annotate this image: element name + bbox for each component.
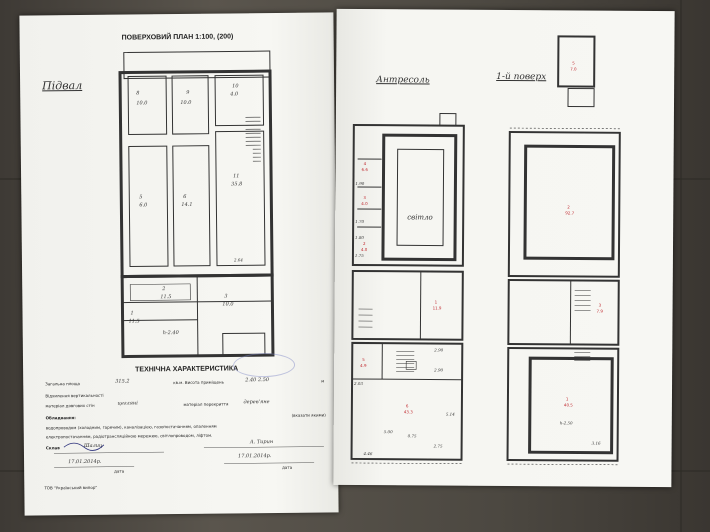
floor1-room-area: 7.9 (596, 308, 603, 314)
dimension-label: 2.90 (434, 367, 444, 373)
floor1-room-num: 3 (598, 302, 602, 308)
dimension-label: 5.00 (383, 429, 393, 435)
basement-floor-plan (118, 50, 275, 359)
mezz-room-area: 11.9 (432, 305, 442, 311)
mezz-room-num: 4 (363, 161, 367, 167)
dimension-label: 1.75 (354, 252, 364, 259)
dimension-label: 4.46 (363, 451, 373, 457)
floor1-room-num: 5 (572, 60, 575, 66)
signature-strokes (53, 442, 324, 468)
dimension-label: 3.16 (591, 440, 601, 446)
company-name: ТОВ "Український випор" (44, 484, 98, 491)
mezz-room-num: 6 (405, 403, 409, 409)
dimension-label: 0.75 (407, 433, 417, 439)
dimension-label: 2.03 (354, 380, 363, 387)
light-well-label: світло (407, 213, 433, 222)
mezz-room-area: 4.9 (360, 362, 367, 369)
floor1-room-num: 2 (567, 204, 570, 210)
mezz-room-area: 43.3 (403, 409, 413, 415)
date-right: 17.01.2014р. (237, 453, 272, 460)
mezz-room-area: 4.0 (361, 201, 368, 207)
floor1-room-num: 1 (565, 396, 569, 402)
floor-tile-seam (680, 0, 682, 532)
mezz-room-num: 1 (434, 299, 438, 305)
floor1-room-area: 92.7 (565, 210, 575, 216)
upper-floor-plans (350, 35, 621, 466)
dimension-label: 1.90 (355, 180, 365, 187)
dimension-label: 2.90 (434, 347, 444, 353)
date-caption: дата (114, 468, 125, 474)
floor1-room-area: 7.0 (570, 66, 577, 72)
dimension-label: 1.80 (355, 234, 364, 241)
ceiling-height: h-2.50 (559, 420, 573, 426)
mezz-room-area: 4.0 (360, 247, 368, 253)
mezz-room-num: 3 (363, 195, 366, 201)
mezz-room-area: 6.6 (361, 167, 368, 173)
mezz-room-num: 5 (362, 357, 365, 363)
date-left: 17.01.2014р. (68, 458, 102, 466)
right-document-sheet: Антресоль 1-й поверх (333, 8, 675, 488)
floor1-room-area: 40.5 (563, 402, 573, 408)
left-document-sheet: ПОВЕРХОВИЙ ПЛАН 1:100, (200) Підвал (19, 12, 339, 516)
mezz-room-num: 2 (363, 241, 366, 247)
date-caption: дата (282, 464, 293, 470)
dimension-label: 2.75 (433, 443, 443, 449)
dimension-label: 1.70 (355, 218, 365, 225)
dimension-label: 5.14 (445, 411, 455, 417)
